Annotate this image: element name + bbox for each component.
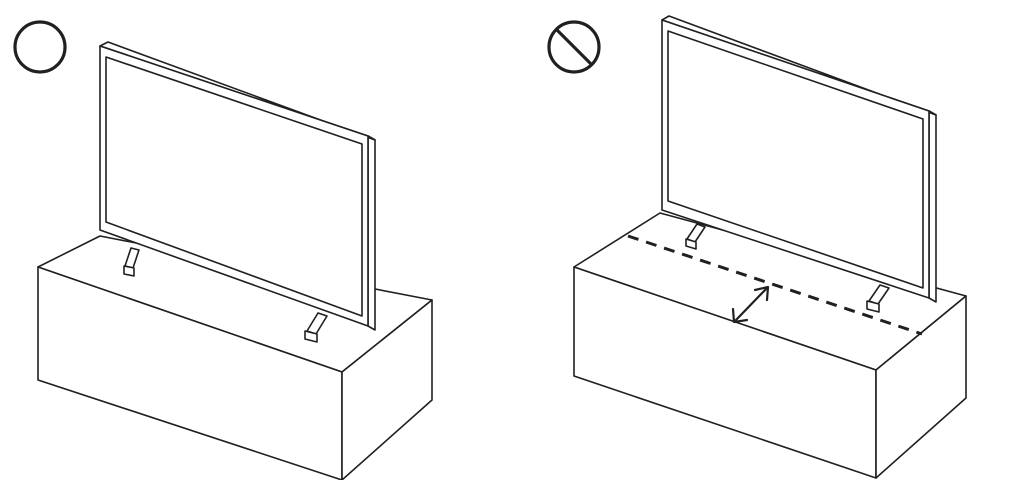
cabinet-left: [37, 235, 433, 480]
circle-icon: [13, 20, 67, 74]
panel-incorrect: [547, 15, 967, 479]
prohibited-icon: [547, 20, 601, 74]
tv-foot-left-b: [304, 312, 328, 343]
support-edge-line: [627, 234, 923, 336]
tv-foot-right-a: [685, 223, 706, 250]
tv-foot-left-a: [123, 247, 140, 277]
overhang-double-arrow: [731, 285, 770, 324]
television-right: [661, 15, 937, 303]
television-left: [99, 41, 376, 331]
tv-foot-right-b: [866, 284, 890, 313]
panel-correct: [13, 20, 433, 480]
cabinet-right: [573, 212, 967, 479]
